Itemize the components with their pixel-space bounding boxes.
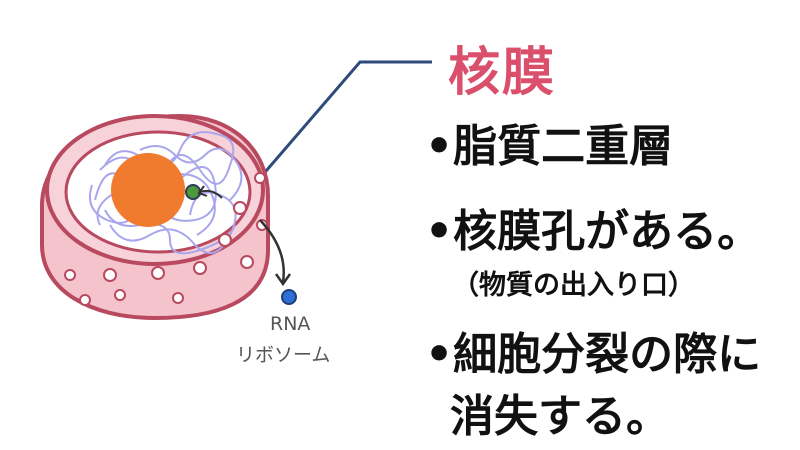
rna-export-arrow <box>259 219 285 283</box>
nucleolus <box>111 153 185 227</box>
bullet-nuclear-pores-note: （物質の出入り口） <box>452 270 695 301</box>
nuclear-pore <box>185 184 201 200</box>
rna-particle <box>281 289 297 305</box>
pore-arrow <box>199 189 223 199</box>
bullet-nuclear-pores: •核膜孔がある。 <box>425 206 762 257</box>
title: 核膜 <box>448 43 557 103</box>
bullet-lipid-bilayer: •脂質二重層 <box>425 121 674 172</box>
rna-export-arrowhead <box>274 273 292 287</box>
pore-arrowhead <box>197 185 208 197</box>
wall-pores <box>64 172 268 306</box>
ribosome-label: リボソーム <box>236 344 331 366</box>
bullet-cell-division: •細胞分裂の際に <box>425 329 762 380</box>
leader-line <box>258 60 432 179</box>
rna-label: RNA <box>270 313 311 335</box>
bullet-cell-division-line2: 消失する。 <box>450 391 670 442</box>
